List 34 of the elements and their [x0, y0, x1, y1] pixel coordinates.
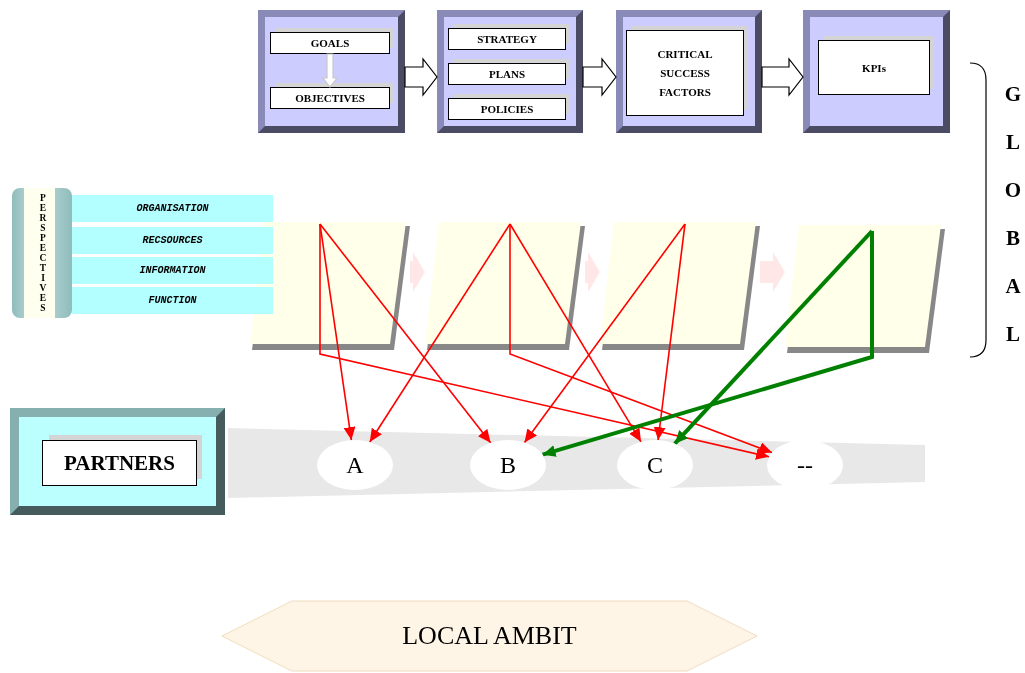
parallelogram-card: [785, 225, 945, 353]
node-label: --: [797, 451, 813, 478]
node-label: C: [646, 451, 663, 478]
panel-frame: [258, 10, 405, 133]
parallelogram-card: [600, 222, 760, 350]
partner-panel: [10, 408, 225, 515]
perspective-pillar: PERSPECTIVES: [12, 188, 72, 318]
arrow: [523, 223, 686, 444]
parallelogram-card: [425, 222, 585, 350]
arrow: [673, 229, 874, 446]
block-arrow: [321, 53, 339, 88]
arrow: [653, 223, 686, 441]
arrow: [542, 231, 874, 457]
perspective-bar: FUNCTION: [72, 287, 273, 314]
perspective-bar: RECSOURCES: [72, 227, 273, 254]
perspective-bar: INFORMATION: [72, 257, 273, 284]
panel-frame: [803, 10, 950, 133]
block-arrow: [585, 252, 600, 292]
arrow: [369, 223, 511, 443]
panel-frame: [437, 10, 583, 133]
block-arrow: [582, 57, 617, 97]
scope-banner: LOCAL AMBIT: [222, 600, 757, 672]
perspective-bar: ORGANISATION: [72, 195, 273, 222]
arrow: [319, 223, 492, 444]
parallelogram-card: [250, 222, 410, 350]
arrow: [509, 223, 773, 454]
block-arrow: [404, 57, 438, 97]
block-arrow: [410, 252, 425, 292]
arrow: [319, 223, 770, 460]
block-arrow: [761, 57, 804, 97]
vertical-label: GLOBAL: [1003, 81, 1023, 348]
panel-frame: [616, 10, 762, 133]
block-arrow: [760, 252, 785, 292]
arrow: [509, 223, 642, 443]
